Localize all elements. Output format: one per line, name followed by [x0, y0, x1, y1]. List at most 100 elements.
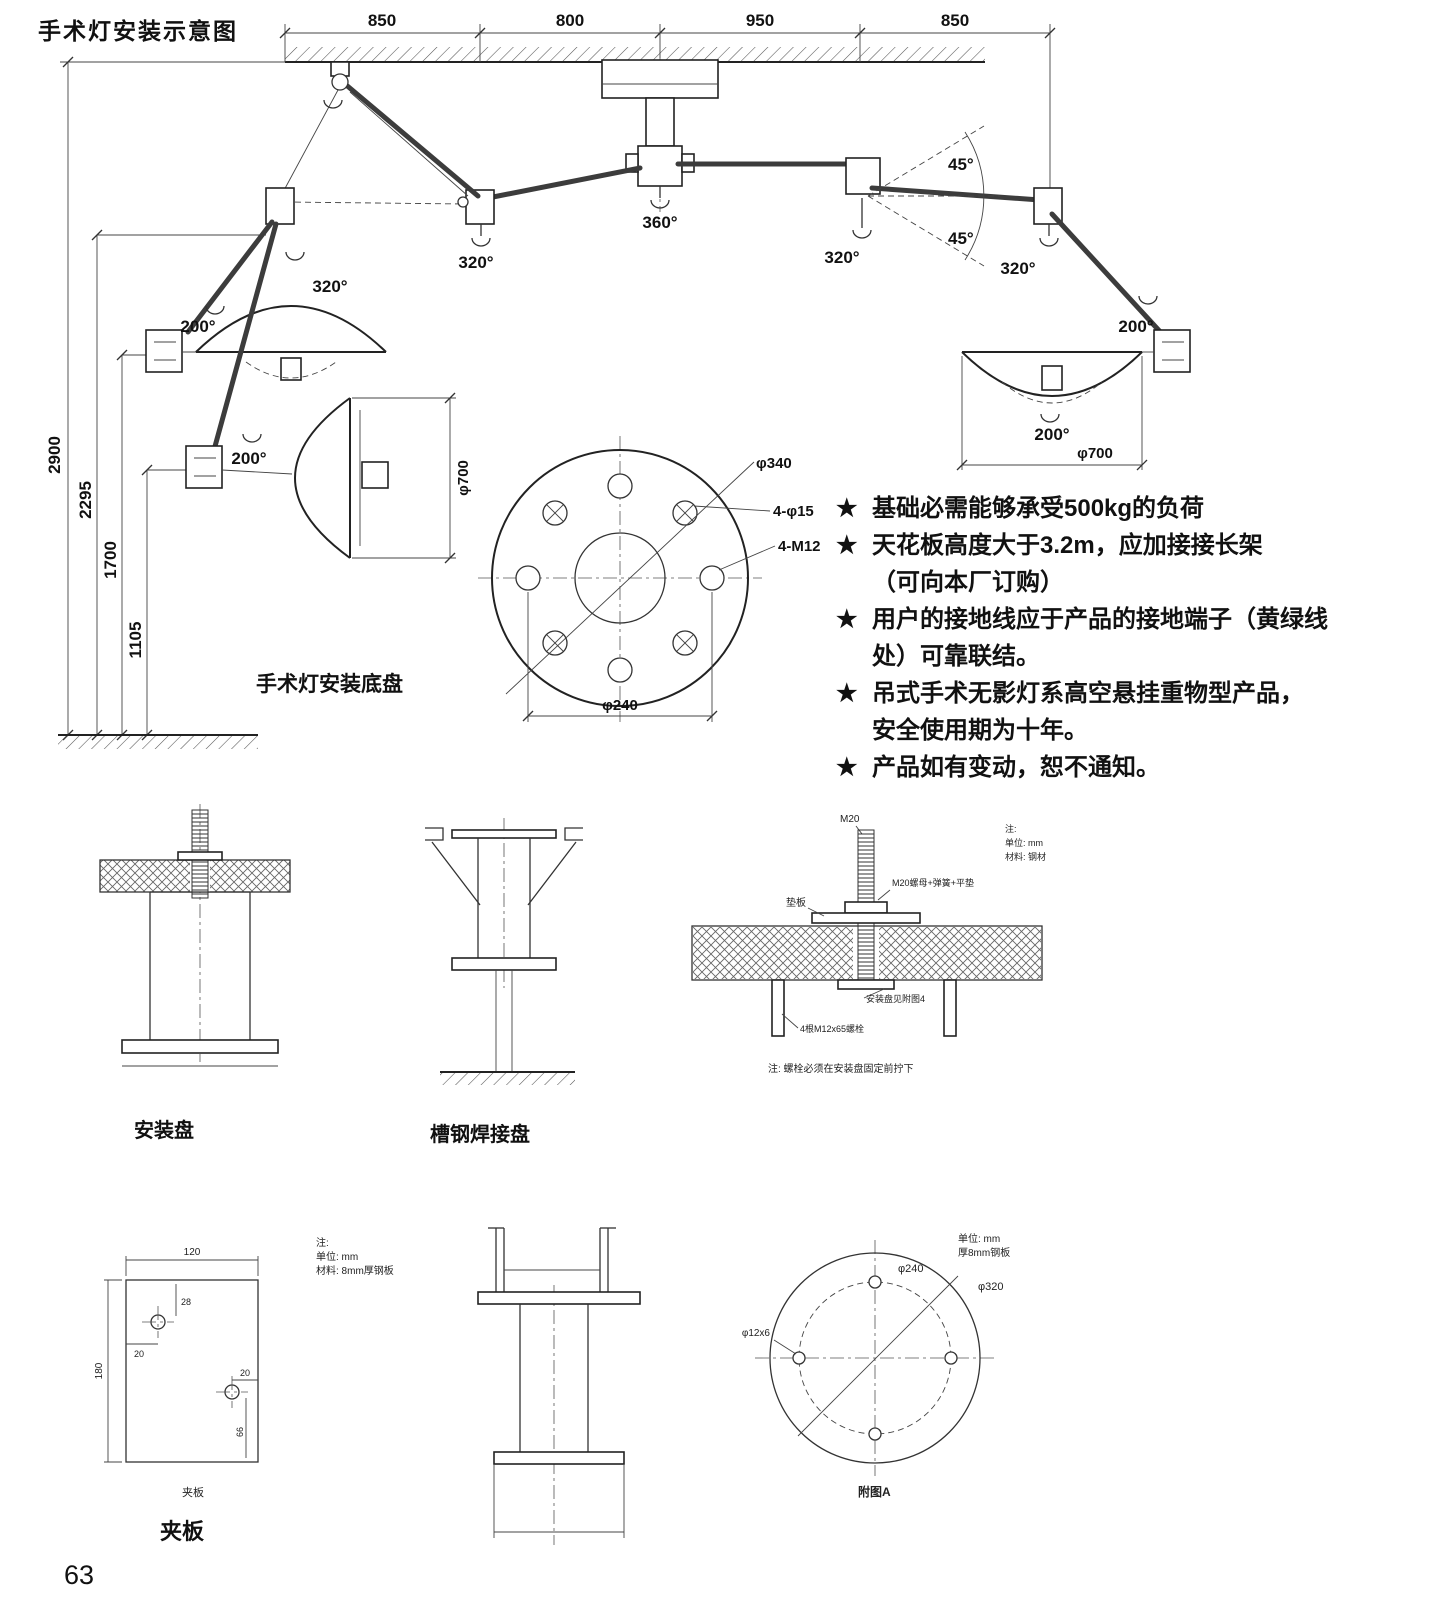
note-line: ★ 基础必需能够承受500kg的负荷 [836, 490, 1436, 527]
note-line: 处）可靠联结。 [836, 638, 1436, 675]
note-line: ★天花板高度大于3.2m，应加接接长架 [836, 527, 1436, 564]
crossed-holes [542, 500, 698, 656]
rotation-hook-icon [471, 237, 491, 247]
star-icon [836, 712, 872, 749]
clamp-dim-c: 20 [240, 1368, 250, 1378]
angle-320-center-right: 320° [824, 248, 859, 267]
right-lamp-diameter-dim: φ700 [956, 356, 1148, 471]
nut-assembly-label: M20螺母+弹簧+平垫 [892, 877, 974, 888]
note-line: （可向本厂订购） [836, 564, 1436, 601]
angle-320-outer-left: 320° [312, 277, 347, 296]
channel-plate-drawing [425, 818, 583, 1085]
rotation-hook-icon [1039, 237, 1059, 247]
clamp-dim-width: 120 [184, 1247, 201, 1258]
note-text: 安全使用期为十年。 [872, 717, 1088, 744]
angle-200-left-lamp: 200° [180, 317, 215, 336]
anchor-bolt-label: M20 [840, 814, 860, 825]
dim-left-1105: 1105 [126, 622, 145, 659]
side-lamp-diameter-dim: φ700 [352, 392, 472, 564]
clamp-note-unit: 单位: mm [316, 1250, 358, 1263]
column-drawing [477, 1227, 641, 1545]
star-icon: ★ [836, 754, 858, 781]
star-icon [836, 638, 872, 675]
swivel-fan: 45° 45° [867, 125, 1000, 267]
ground-symbol [58, 734, 258, 749]
note-text: 产品如有变动，恕不通知。 [872, 754, 1160, 781]
angle-200-side-lamp: 200° [231, 449, 266, 468]
left-lamp-head [195, 305, 387, 381]
left-dimension-chain: 2900 2295 1700 1105 [45, 56, 266, 749]
dim-top-950: 950 [746, 11, 774, 30]
round-plate-note-material: 厚8mm钢板 [958, 1246, 1010, 1259]
install-plate-caption: 安装盘 [134, 1120, 194, 1142]
star-icon [836, 564, 872, 601]
left-arm-assembly: 320° 320° 200° [145, 61, 643, 564]
round-plate-holes: φ12x6 [742, 1328, 771, 1339]
note-line: 安全使用期为十年。 [836, 712, 1436, 749]
anchor-bottom-note: 注: 螺栓必须在安装盘固定前拧下 [768, 1062, 914, 1075]
rotation-hook-icon [1138, 295, 1158, 305]
base-plate-caption: 手术灯安装底盘 [256, 673, 403, 696]
clamp-dim-height: 180 [94, 1362, 105, 1379]
page-number: 63 [64, 1560, 95, 1590]
note-text: 用户的接地线应于产品的接地端子（黄绿线 [872, 606, 1328, 633]
anchor-bolts-label: 4根M12x65螺栓 [800, 1023, 864, 1034]
clamp-plate-drawing: 120 180 28 20 20 66 夹板 注: 单位: mm 材料: 8mm… [94, 1236, 394, 1499]
right-arm-assembly: 320° 45° 45° 320° 200° [675, 125, 1191, 471]
dim-left-1700: 1700 [101, 541, 120, 579]
dim-top-800: 800 [556, 11, 584, 30]
side-view-lamp [294, 397, 389, 559]
right-lamp-head: 200° [961, 351, 1143, 444]
install-plate-drawing [99, 804, 291, 1067]
base-plate-outer-dia: φ340 [756, 455, 792, 472]
right-lamp-bracket [1142, 329, 1191, 373]
angle-320-center-left: 320° [458, 253, 493, 272]
ceiling [60, 47, 985, 63]
anchor-bolt-drawing: M20 垫板 M20螺母+弹簧+平垫 注: 单位: mm 材料: 钢材 安装盘见… [691, 814, 1046, 1075]
pad-plate-label: 垫板 [786, 896, 806, 909]
clamp-caption-small: 夹板 [182, 1485, 204, 1499]
clamp-plate-caption: 夹板 [160, 1519, 205, 1544]
clamp-dim-b: 20 [134, 1349, 144, 1359]
note-line: ★ 用户的接地线应于产品的接地端子（黄绿线 [836, 601, 1436, 638]
rotation-hook-icon [205, 305, 225, 315]
note-line: ★ 吊式手术无影灯系高空悬挂重物型产品， [836, 675, 1436, 712]
note-line: ★ 产品如有变动，恕不通知。 [836, 749, 1436, 786]
star-icon: ★ [836, 532, 858, 559]
note-text: 吊式手术无影灯系高空悬挂重物型产品， [872, 680, 1304, 707]
angle-320-outer-right: 320° [1000, 259, 1035, 278]
central-mount: 360° [601, 56, 719, 232]
base-plate-holes-a: 4-φ15 [773, 503, 814, 520]
anchor-note-material: 材料: 钢材 [1005, 851, 1046, 862]
base-plate-detail: φ340 4-φ15 4-M12 φ240 [478, 436, 821, 722]
clamp-dim-d: 66 [235, 1427, 245, 1437]
note-text: 处）可靠联结。 [872, 643, 1040, 670]
rotation-hook-icon [650, 199, 670, 209]
round-plate-outer-dia: φ320 [978, 1281, 1004, 1293]
rotation-hook-icon [242, 433, 262, 443]
angle-200-right-lamp: 200° [1034, 425, 1069, 444]
round-plate-note-unit: 单位: mm [958, 1232, 1000, 1245]
angle-45-top: 45° [948, 155, 974, 174]
note-text: 基础必需能够承受500kg的负荷 [872, 495, 1205, 522]
base-plate-holes-b: 4-M12 [778, 538, 821, 555]
star-icon: ★ [836, 680, 858, 707]
rotation-hook-icon [1040, 413, 1060, 423]
clamp-note-material: 材料: 8mm厚钢板 [316, 1264, 394, 1277]
page-title: 手术灯安装示意图 [38, 18, 238, 44]
right-lamp-dia-label: φ700 [1077, 445, 1113, 462]
angle-45-bottom: 45° [948, 229, 974, 248]
note-text: （可向本厂订购） [872, 569, 1064, 596]
bolt-circle-dim: φ240 [522, 592, 718, 722]
side-lamp-dia-label: φ700 [455, 460, 472, 496]
star-icon: ★ [836, 495, 858, 522]
star-icon: ★ [836, 606, 858, 633]
round-plate-caption: 附图A [858, 1484, 891, 1499]
installation-notes: ★ 基础必需能够承受500kg的负荷 ★天花板高度大于3.2m，应加接接长架 （可… [836, 490, 1436, 786]
rotation-hook-icon [852, 229, 872, 239]
rotation-hook-icon [323, 99, 343, 109]
clamp-dim-a: 28 [181, 1297, 191, 1307]
side-lamp-bracket [185, 445, 293, 489]
top-dimension-chain: 850 800 950 850 [279, 11, 1056, 188]
